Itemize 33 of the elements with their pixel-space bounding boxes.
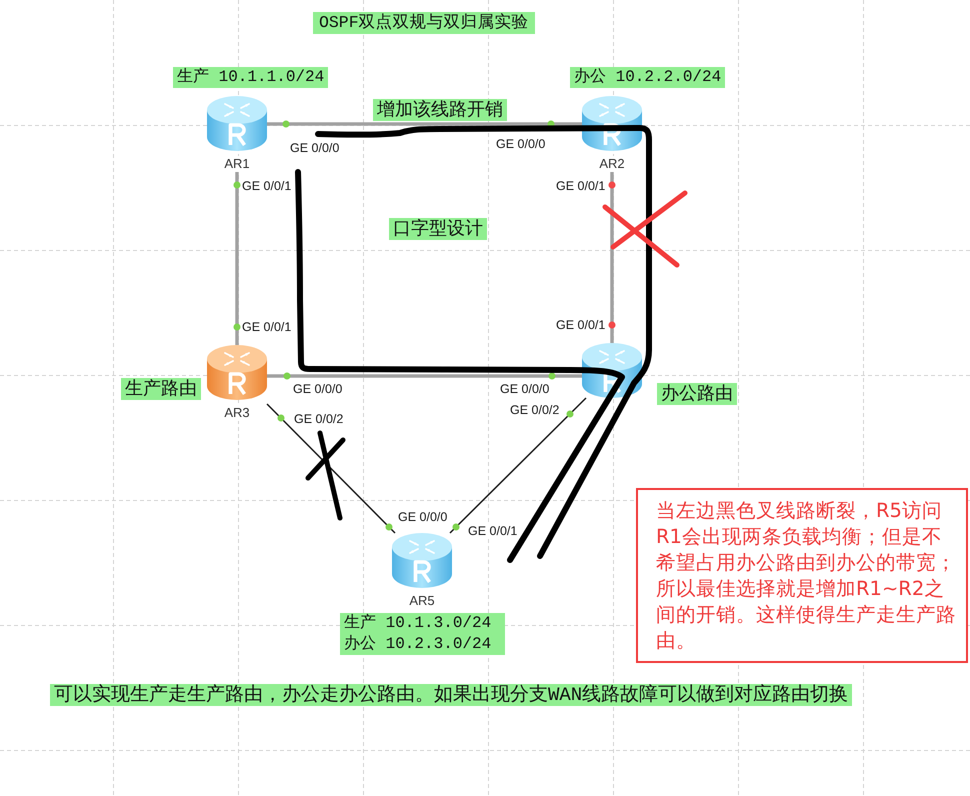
highlighted-label: 办公 10.2.3.0/24 bbox=[340, 634, 505, 655]
device-label: AR2 bbox=[598, 156, 626, 172]
port-label: GE 0/0/2 bbox=[294, 412, 344, 426]
port-label: GE 0/0/1 bbox=[468, 524, 518, 538]
edge-label: 增加该线路开销 bbox=[373, 99, 507, 121]
port-label: GE 0/0/1 bbox=[556, 179, 606, 193]
title: OSPF双点双规与双归属实验 bbox=[313, 12, 535, 34]
note-box bbox=[636, 488, 968, 663]
connection-line bbox=[610, 172, 614, 343]
highlighted-label: 办公 10.2.2.0/24 bbox=[570, 67, 726, 88]
connection-line bbox=[235, 172, 239, 345]
connection-line bbox=[266, 403, 396, 534]
highlighted-label: 生产路由 bbox=[121, 378, 201, 400]
port-label: GE 0/0/0 bbox=[398, 510, 448, 524]
port-label: GE 0/0/0 bbox=[500, 382, 550, 396]
note-text: 当左边黑色叉线路断裂，R5访问R1会出现两条负载均衡；但是不希望占用办公路由到办公的带宽；所以最佳选择就是增加R1~R2之间的开销。这样使得生产走生产路由。 bbox=[655, 498, 957, 654]
highlighted-label: 生产 10.1.3.0/24 bbox=[340, 613, 505, 634]
device-label: AR3 bbox=[223, 405, 251, 421]
port-label: GE 0/0/0 bbox=[293, 382, 342, 396]
connection-line bbox=[267, 122, 582, 126]
highlighted-note: 可以实现生产走生产路由，办公走办公路由。如果出现分支WAN线路故障可以做到对应路由切换 bbox=[50, 684, 852, 706]
connection-line bbox=[267, 374, 582, 378]
port-label: GE 0/0/2 bbox=[510, 403, 560, 417]
device-label: AR1 bbox=[223, 156, 251, 172]
port-label: GE 0/0/0 bbox=[290, 141, 340, 155]
port-label: GE 0/0/1 bbox=[242, 320, 292, 334]
port-label: GE 0/0/1 bbox=[242, 179, 292, 193]
port-label: GE 0/0/0 bbox=[496, 137, 546, 151]
connection-line bbox=[449, 397, 587, 534]
highlighted-label: 生产 10.1.1.0/24 bbox=[173, 67, 328, 88]
highlighted-label: 办公路由 bbox=[657, 383, 737, 405]
port-label: GE 0/0/1 bbox=[556, 318, 606, 332]
highlighted-label: 口字型设计 bbox=[389, 218, 487, 240]
